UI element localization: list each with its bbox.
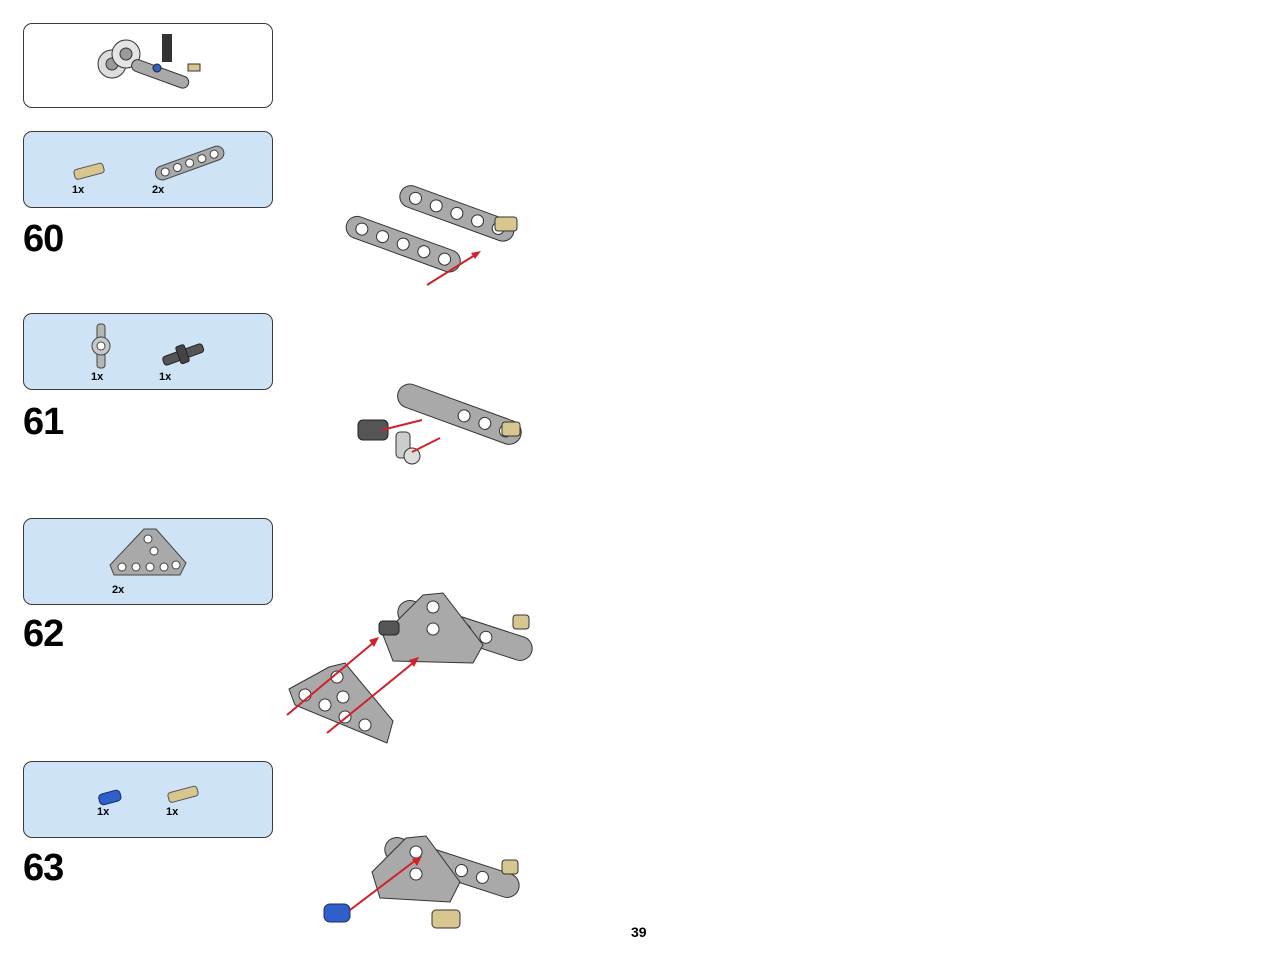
- parts-callout-step-63: 1x 1x: [23, 761, 273, 838]
- tan-axle-pin-icon: [73, 162, 105, 180]
- step-number: 60: [23, 218, 64, 260]
- parts-callout-step-61: 1x 1x: [23, 313, 273, 390]
- step-number: 61: [23, 401, 64, 443]
- blue-pin-icon: [98, 789, 122, 806]
- part-qty: 2x: [112, 584, 125, 596]
- parts-callout-step-62: 2x: [23, 518, 273, 605]
- grey-triangle-beam-icon: [109, 528, 187, 576]
- step-number: 62: [23, 613, 64, 655]
- tan-axle-pin-icon: [167, 785, 199, 803]
- part-qty: 1x: [159, 371, 172, 383]
- grey-beam-5-icon: [154, 145, 225, 181]
- part-qty: 1x: [72, 184, 85, 196]
- part-qty: 1x: [97, 806, 110, 818]
- part-qty: 2x: [152, 184, 165, 196]
- parts-callout-step-60: 1x 2x: [23, 131, 273, 208]
- step-61-model-icon: [357, 383, 522, 465]
- grey-cross-connector-icon: [91, 323, 111, 369]
- dark-grey-pin-icon: [162, 343, 205, 366]
- subassembly-model-icon: [97, 34, 201, 89]
- page-number: 39: [631, 924, 647, 940]
- part-qty: 1x: [166, 806, 179, 818]
- step-62-model-icon: [286, 592, 533, 744]
- subassembly-callout: [23, 23, 273, 108]
- part-qty: 1x: [91, 371, 104, 383]
- step-63-model-icon: [323, 835, 520, 929]
- step-60-model-icon: [345, 185, 518, 286]
- step-number: 63: [23, 847, 64, 889]
